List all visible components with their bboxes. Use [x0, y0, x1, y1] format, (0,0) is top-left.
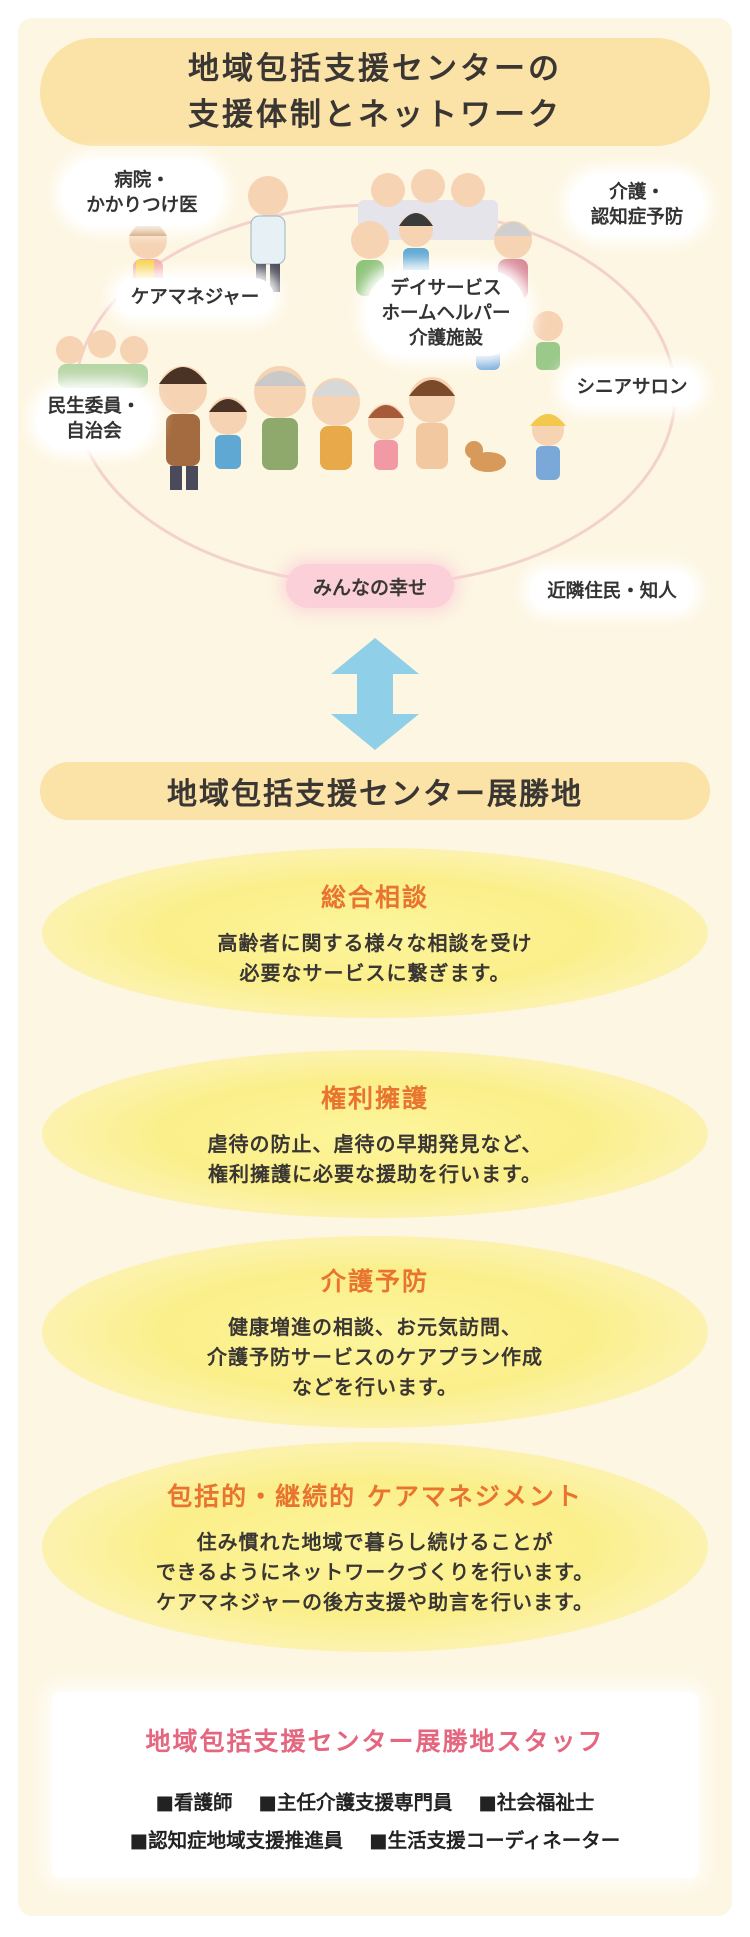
center-name-text: 地域包括支援センター展勝地	[167, 777, 583, 812]
network-figures	[56, 169, 677, 587]
service-desc-line: できるようにネットワークづくりを行います。	[155, 1560, 595, 1584]
day-service-line2: ホームヘルパー	[381, 302, 511, 324]
day-service-line1: デイサービス	[390, 277, 502, 299]
family-group	[159, 366, 455, 490]
center-happiness-label: みんなの幸せ	[312, 576, 427, 599]
care-prevention-line1: 介護・	[609, 182, 665, 203]
commissioner-group	[56, 330, 148, 388]
staff-box: 地域包括支援センター展勝地スタッフ ■看護師 ■主任介護支援専門員 ■社会福祉士…	[52, 1692, 698, 1878]
care-prevention-line2: 認知症予防	[590, 207, 684, 228]
day-service-line3: 介護施設	[408, 327, 483, 349]
center-name-title: 地域包括支援センター展勝地	[40, 762, 710, 820]
page-title-line2: 支援体制とネットワーク	[188, 97, 562, 133]
network-illustration: 病院・ かかりつけ医 ケアマネジャー 介護・ 認知症予防 デイサービス ホームヘ…	[18, 160, 732, 630]
center-happiness-badge: みんなの幸せ	[286, 564, 454, 608]
service-desc-line: 介護予防サービスのケアプラン作成	[207, 1345, 543, 1369]
service-desc-line: 虐待の防止、虐待の早期発見など、	[207, 1132, 543, 1156]
senior-salon-label: シニアサロン	[576, 376, 688, 398]
service-desc-line: などを行います。	[292, 1375, 458, 1399]
care-prevention-bubble: 介護・ 認知症予防	[570, 174, 704, 236]
doctor-figure	[248, 176, 288, 292]
service-desc-line: 住み慣れた地域で暮らし続けることが	[196, 1530, 554, 1554]
staff-role: ■主任介護支援専門員	[258, 1791, 453, 1814]
commissioner-bubble: 民生委員・ 自治会	[36, 388, 152, 450]
neighbors-label: 近隣住民・知人	[547, 580, 677, 602]
double-arrow-icon	[331, 638, 419, 750]
service-title: 包括的・継続的 ケアマネジメント	[167, 1482, 583, 1511]
service-general-consultation: 総合相談 高齢者に関する様々な相談を受け 必要なサービスに繋ぎます。	[42, 848, 708, 1018]
staff-role: ■認知症地域支援推進員	[129, 1829, 344, 1852]
care-manager-label: ケアマネジャー	[130, 286, 260, 308]
senior-salon-bubble: シニアサロン	[564, 368, 700, 406]
commissioner-line1: 民生委員・	[47, 396, 141, 417]
commissioner-line2: 自治会	[66, 421, 122, 442]
service-desc-line: 健康増進の相談、お元気訪問、	[228, 1315, 522, 1339]
staff-title: 地域包括支援センター展勝地スタッフ	[145, 1727, 605, 1756]
staff-role: ■生活支援コーディネーター	[369, 1829, 621, 1852]
staff-role: ■社会福祉士	[478, 1791, 595, 1814]
staff-row-2: ■認知症地域支援推進員 ■生活支援コーディネーター	[52, 1824, 698, 1853]
day-service-bubble: デイサービス ホームヘルパー 介護施設	[366, 270, 526, 356]
neighbor-with-dog	[465, 414, 566, 480]
service-desc-line: 高齢者に関する様々な相談を受け	[217, 931, 533, 955]
hospital-bubble: 病院・ かかりつけ医	[62, 160, 222, 226]
service-title: 権利擁護	[320, 1084, 429, 1113]
hospital-label-line1: 病院・	[114, 170, 170, 191]
staff-role: ■看護師	[155, 1791, 233, 1814]
page-title: 地域包括支援センターの 支援体制とネットワーク	[40, 38, 710, 146]
service-title: 総合相談	[320, 883, 429, 912]
hospital-label-line2: かかりつけ医	[86, 195, 198, 216]
service-care-management: 包括的・継続的 ケアマネジメント 住み慣れた地域で暮らし続けることが できるよう…	[42, 1442, 708, 1652]
service-rights-advocacy: 権利擁護 虐待の防止、虐待の早期発見など、 権利擁護に必要な援助を行います。	[42, 1050, 708, 1218]
service-care-prevention: 介護予防 健康増進の相談、お元気訪問、 介護予防サービスのケアプラン作成 などを…	[42, 1236, 708, 1428]
service-desc-line: ケアマネジャーの後方支援や助言を行います。	[156, 1590, 594, 1614]
care-manager-bubble: ケアマネジャー	[116, 278, 274, 316]
page-title-line1: 地域包括支援センターの	[188, 51, 562, 87]
staff-row-1: ■看護師 ■主任介護支援専門員 ■社会福祉士	[52, 1786, 698, 1815]
service-desc-line: 権利擁護に必要な援助を行います。	[208, 1162, 542, 1186]
service-title: 介護予防	[320, 1267, 429, 1296]
neighbors-bubble: 近隣住民・知人	[530, 572, 694, 610]
service-desc-line: 必要なサービスに繋ぎます。	[239, 961, 511, 985]
